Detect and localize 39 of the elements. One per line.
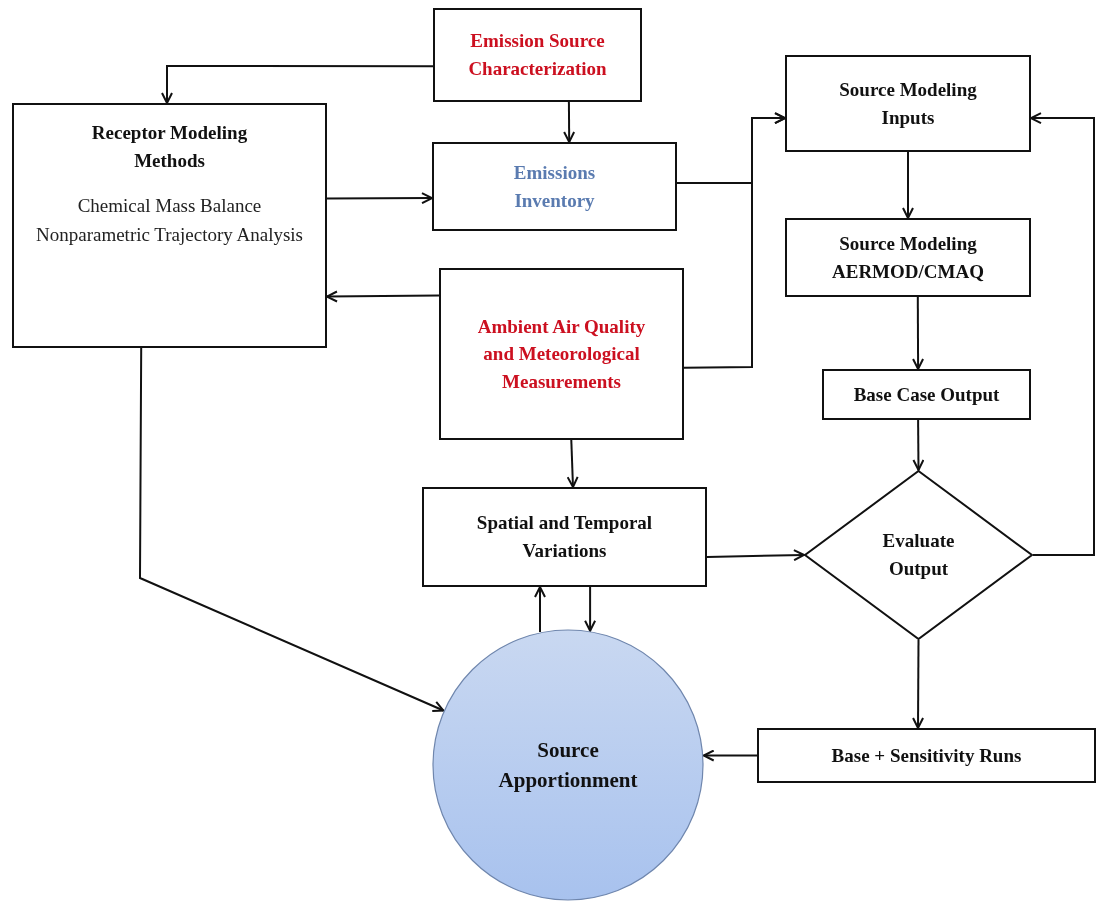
process-box [433,8,642,102]
arrow [139,347,445,713]
arrow [326,290,440,303]
arrow [584,586,597,632]
process-box [757,728,1096,783]
arrow [912,419,925,471]
node-text: Chemical Mass Balance Nonparametric Trajectory Analysis [35,194,304,247]
arrow [161,65,434,104]
node-title: Emissions Inventory [512,160,597,213]
process-box [785,55,1031,152]
arrow [912,296,925,370]
arrow [912,639,925,729]
process-box [12,103,327,348]
arrow [683,112,786,369]
node-title: Spatial and Temporal Variations [475,511,654,563]
node-title: Source Modeling AERMOD/CMAQ [831,231,985,284]
node-title: Evaluate Output [881,529,956,581]
decision-diamond [804,470,1033,640]
process-box [785,218,1031,297]
node-title: Emission Source Characterization [467,29,608,81]
arrow [902,151,914,219]
result-circle [432,629,704,901]
node-title: Receptor Modeling Methods [90,121,249,173]
process-box [822,369,1031,420]
arrow [702,749,758,762]
node-title: Base Case Output [853,382,1000,407]
arrow [706,549,805,562]
arrow [534,586,546,633]
arrow [1030,112,1095,556]
node-title: Base + Sensitivity Runs [831,743,1022,768]
process-box [432,142,677,231]
node-title: Ambient Air Quality and Meteorological Measurements [476,314,647,394]
process-box [422,487,707,587]
node-title: Source Apportionment [497,736,639,794]
node-title: Source Modeling Inputs [838,77,978,130]
process-box [439,268,684,440]
arrow [563,101,576,143]
arrow [326,192,433,205]
arrow [566,439,579,488]
